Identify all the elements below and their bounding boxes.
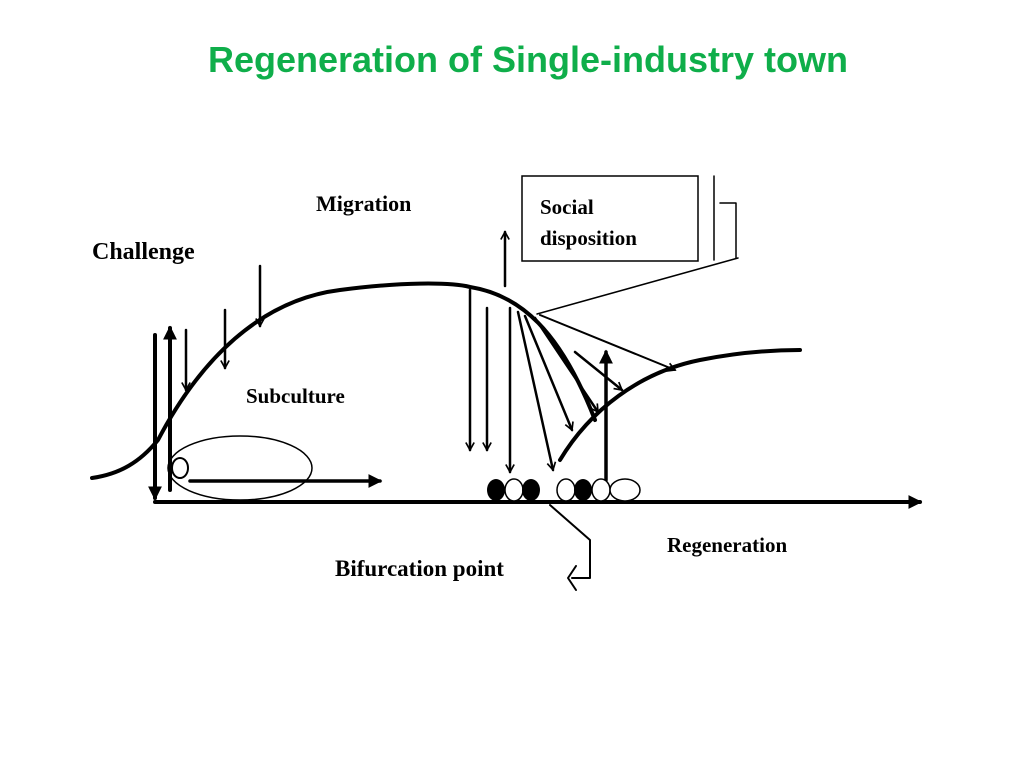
decline-curve: [90, 281, 597, 480]
regeneration-curve: [558, 348, 802, 462]
social-bracket: [713, 175, 737, 261]
subculture-ellipse: [167, 435, 313, 501]
label-migration: Migration: [316, 191, 411, 216]
fan-arrow-5: [539, 314, 675, 370]
subculture-seed: [171, 457, 189, 479]
circle-empty-3: [591, 478, 611, 502]
slide-title: Regeneration of Single-industry town: [207, 39, 849, 80]
label-regeneration: Regeneration: [667, 533, 787, 557]
social-connector: [536, 257, 739, 315]
circle-empty-1: [504, 478, 524, 502]
label-social-line1: Social: [540, 195, 594, 219]
circle-filled-3: [574, 479, 592, 501]
circle-empty-4: [609, 478, 641, 502]
circle-filled-2: [522, 479, 540, 501]
fan-arrow-1: [516, 310, 553, 470]
fan-arrow-3: [533, 316, 600, 412]
label-subculture: Subculture: [246, 384, 345, 408]
bifurcation-circles: [487, 478, 641, 502]
label-bifurcation: Bifurcation point: [335, 556, 504, 581]
bifurcation-pointer-head: [567, 565, 577, 591]
fan-arrow-2: [523, 314, 572, 430]
social-disposition-box: [521, 175, 699, 262]
circle-empty-2: [556, 478, 576, 502]
bifurcation-pointer: [549, 504, 591, 579]
circle-filled-1: [487, 479, 505, 501]
label-challenge: Challenge: [92, 239, 195, 265]
label-social-line2: disposition: [540, 226, 637, 250]
fan-arrow-4: [573, 350, 622, 392]
